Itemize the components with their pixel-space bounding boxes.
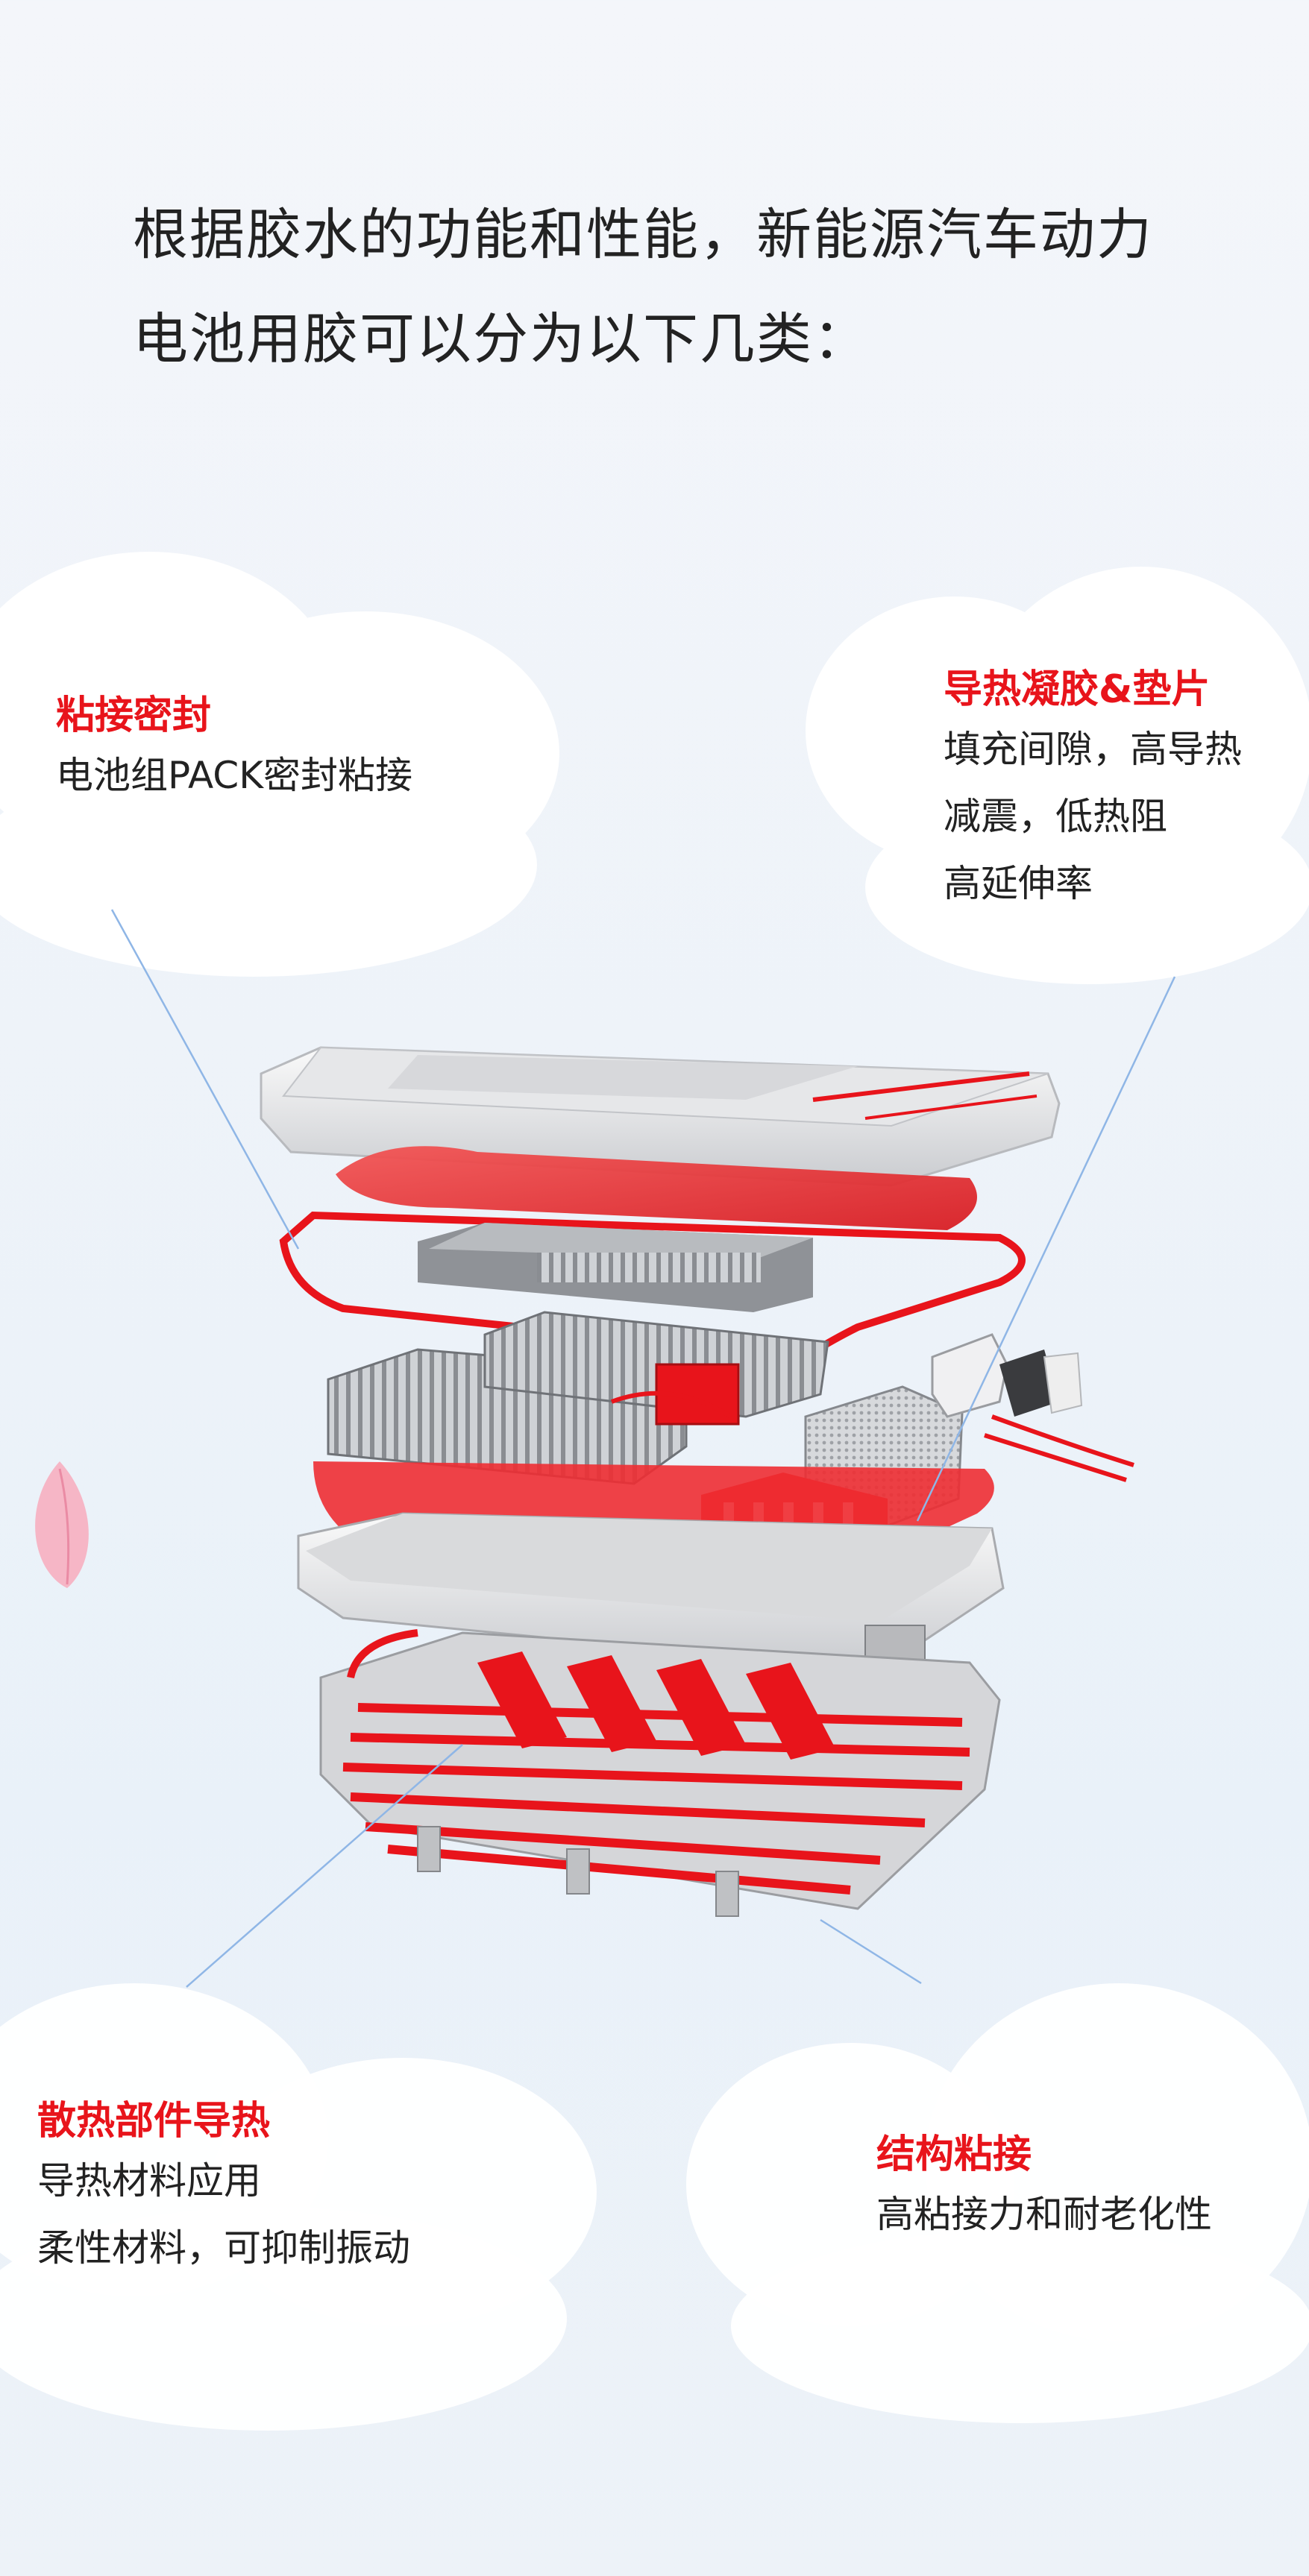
intro-line-1: 根据胶水的功能和性能，新能源汽车动力 xyxy=(133,203,1153,267)
battery-tray xyxy=(297,1512,1005,1672)
callout-title: 导热凝胶&垫片 xyxy=(944,667,1211,712)
petal-decoration xyxy=(35,1461,89,1588)
callout-thermal-gel: 导热凝胶&垫片 填充间隙，高导热 减震，低热阻 高延伸率 xyxy=(944,664,1242,917)
callout-title: 结构粘接 xyxy=(876,2132,1032,2177)
leader-line-thermal-gel xyxy=(916,976,1176,1522)
cooling-plate xyxy=(319,1629,1001,1917)
callout-line: 高延伸率 xyxy=(944,862,1093,905)
sealing-pad xyxy=(336,1146,977,1230)
callout-line: 柔性材料，可抑制振动 xyxy=(37,2226,410,2270)
callout-line: 导热材料应用 xyxy=(37,2159,261,2202)
callout-bonding-seal: 粘接密封 电池组PACK密封粘接 xyxy=(56,690,412,809)
callout-structural-bonding: 结构粘接 高粘接力和耐老化性 xyxy=(876,2129,1212,2248)
leader-line-heat-dissipation xyxy=(186,1744,463,1988)
callout-line: 减震，低热阻 xyxy=(944,795,1167,838)
upper-module xyxy=(418,1223,813,1312)
sealing-gasket xyxy=(279,1211,1026,1361)
connector-box xyxy=(931,1333,1134,1482)
intro-line-2: 电池用胶可以分为以下几类： xyxy=(133,307,870,371)
callout-title: 粘接密封 xyxy=(56,693,212,738)
callout-title: 散热部件导热 xyxy=(37,2099,271,2144)
callout-line: 高粘接力和耐老化性 xyxy=(876,2193,1212,2236)
intro-text: 根据胶水的功能和性能，新能源汽车动力 电池用胶可以分为以下几类： xyxy=(133,183,1214,391)
callout-heat-dissipation: 散热部件导热 导热材料应用 柔性材料，可抑制振动 xyxy=(37,2095,410,2281)
leader-lines xyxy=(110,909,1176,1988)
leader-line-structural-bonding xyxy=(820,1918,922,1985)
leader-line-bonding-seal xyxy=(110,909,300,1250)
battery-modules xyxy=(327,1311,829,1485)
callout-line: 填充间隙，高导热 xyxy=(944,728,1242,771)
callout-line: 电池组PACK密封粘接 xyxy=(56,754,412,797)
